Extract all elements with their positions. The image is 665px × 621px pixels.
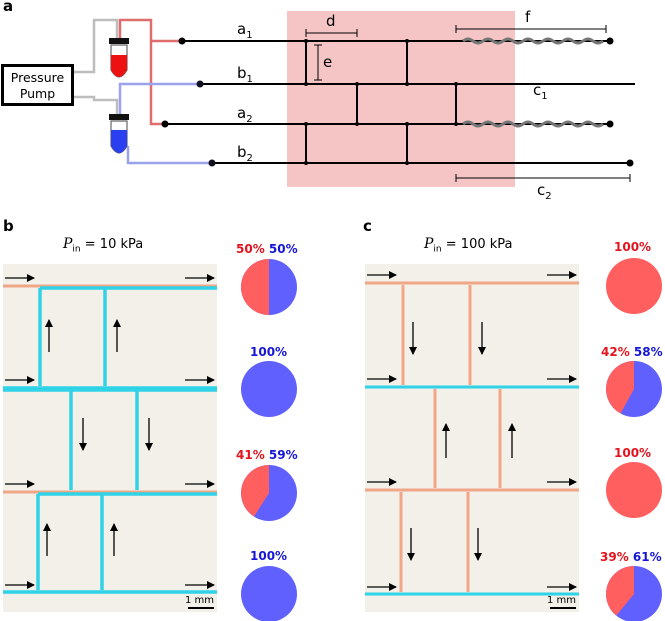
label-a1: a1: [237, 20, 253, 41]
panel-letter-a: a: [3, 0, 14, 15]
label-e: e: [323, 53, 333, 71]
pie-b1: [241, 259, 297, 315]
outlet-a1-dot: [606, 37, 614, 45]
panel-c-micrograph: [365, 264, 579, 612]
pump-tube-gray-lower: [74, 95, 119, 115]
pressure-pump-box: Pressure Pump: [1, 64, 74, 106]
pie-slice-red: [241, 465, 269, 517]
pie-slice-red: [606, 361, 634, 414]
inlet-a2-dot: [161, 120, 169, 128]
red-reservoir: [109, 38, 129, 78]
ladder-rungs: [305, 41, 457, 163]
flow-arrows-panel-c: [367, 271, 577, 591]
scale-label-c: 1 mm: [547, 595, 577, 606]
red-tube-to-a2: [149, 41, 165, 126]
panel-letter-b: b: [3, 217, 14, 235]
label-a2: a2: [237, 104, 253, 125]
pie-slice-red: [241, 259, 269, 315]
pie-slice-base: [606, 462, 662, 518]
dimension-d: [305, 29, 358, 37]
pie-c2-labels: 42% 58%: [601, 345, 663, 359]
ladder-nodes: [304, 39, 458, 165]
outlet-a2-dot: [606, 120, 614, 128]
pie-c3: [606, 462, 662, 518]
panel-a-schematic: [74, 11, 635, 187]
pie-c1-labels: 100%: [614, 240, 652, 254]
pressure-label-c: Pin = 100 kPa: [424, 236, 513, 255]
label-f: f: [525, 8, 531, 26]
dimension-f: [455, 25, 607, 33]
pie-b3: [241, 465, 297, 521]
pie-b2: [241, 361, 297, 417]
blue-tube-to-b2: [126, 146, 212, 165]
panel-b-micrograph: [3, 264, 217, 612]
pump-label-line1: Pressure: [10, 70, 65, 85]
rungs-panel-b: [3, 286, 217, 590]
pump-tube-gray-upper: [74, 18, 119, 74]
pie-slice-red: [606, 566, 634, 616]
pie-c4: [606, 566, 662, 621]
pressure-label-b: Pin = 10 kPa: [63, 236, 144, 255]
pie-c1: [606, 258, 662, 314]
outlet-composition-pies: [241, 258, 662, 621]
red-tube-to-a1: [118, 18, 182, 43]
pie-b1-labels: 50% 50%: [236, 242, 298, 256]
label-c1: c1: [533, 81, 548, 102]
serpentine-a1: [462, 37, 604, 45]
inlet-b1-dot: [196, 80, 204, 88]
blue-tube-to-b1: [118, 82, 200, 115]
pie-slice-base: [241, 566, 297, 621]
pie-slice-base: [241, 361, 297, 417]
pie-b2-labels: 100%: [250, 345, 288, 359]
label-c2: c2: [537, 181, 552, 202]
outlet-b2-dot: [626, 159, 634, 167]
pie-b4: [241, 566, 297, 621]
inlet-a1-dot: [178, 37, 186, 45]
pie-c2: [606, 361, 662, 417]
pump-label-line2: Pump: [19, 86, 56, 101]
pie-slice-base: [606, 258, 662, 314]
label-b2: b2: [237, 143, 253, 164]
label-d: d: [326, 12, 336, 30]
dimension-c2: [455, 174, 631, 182]
panel-letter-c: c: [363, 217, 372, 235]
inlet-b2-dot: [208, 159, 216, 167]
pie-b4-labels: 100%: [250, 549, 288, 563]
rungs-panel-c: [399, 285, 502, 592]
blue-reservoir: [109, 114, 129, 154]
shaded-junction-region: [287, 11, 515, 187]
pie-c3-labels: 100%: [614, 446, 652, 460]
scale-label-b: 1 mm: [185, 595, 215, 606]
pie-c4-labels: 39% 61%: [600, 550, 662, 564]
label-b1: b1: [237, 64, 253, 85]
serpentine-a2: [462, 120, 604, 128]
dimension-e: [314, 44, 322, 81]
pie-b3-labels: 41% 59%: [236, 448, 298, 462]
flow-arrows-panel-b: [5, 274, 215, 589]
